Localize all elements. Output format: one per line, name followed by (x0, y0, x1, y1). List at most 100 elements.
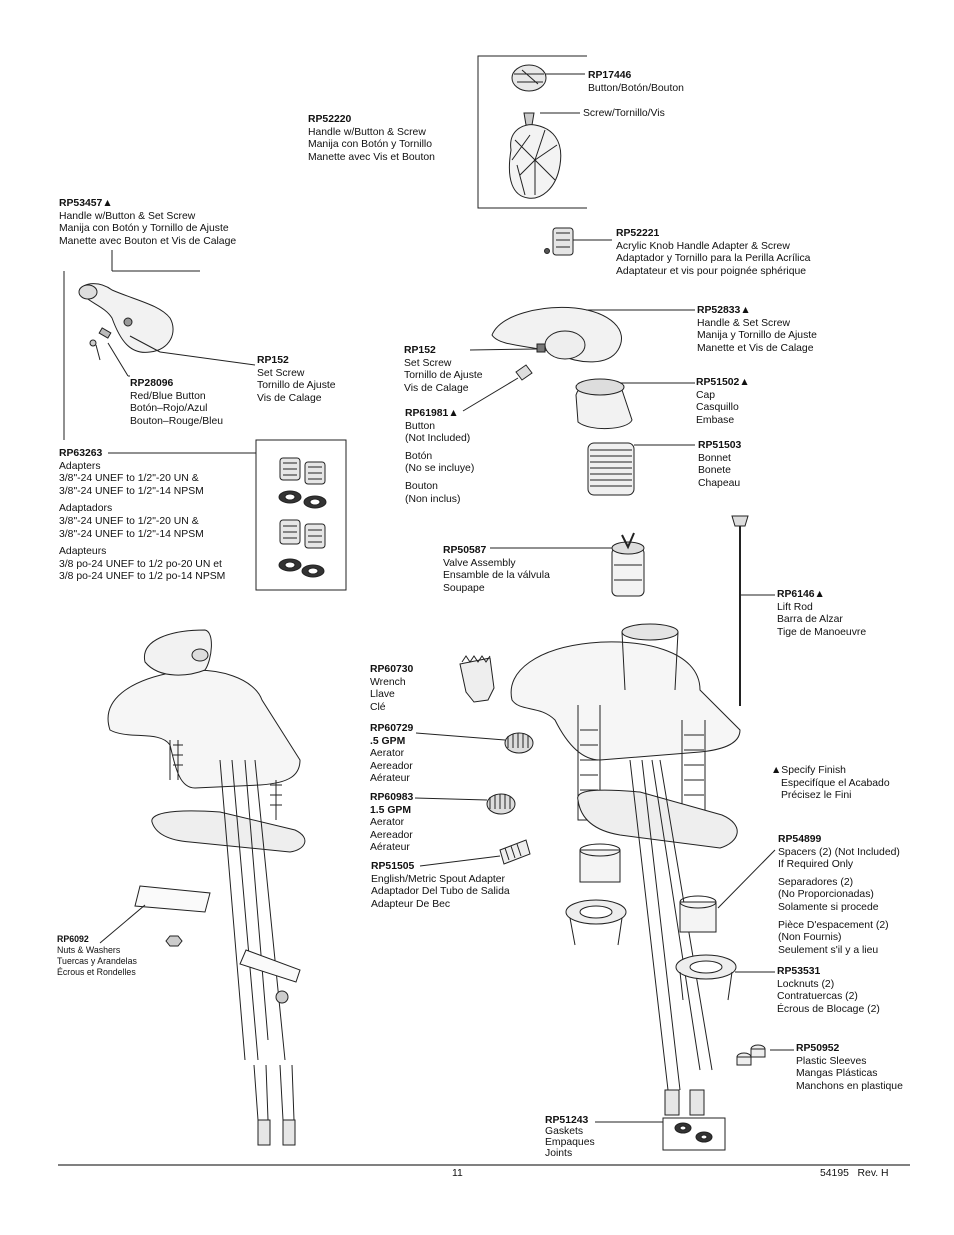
specify-finish-note: ▲Specify Finish Especifíque el Acabado P… (771, 765, 890, 803)
document-number: 54195 Rev. H (820, 1168, 889, 1179)
part-rp54899: RP54899 Spacers (2) (Not Included) If Re… (778, 834, 900, 957)
part-rp50587: RP50587 Valve Assembly Ensamble de la vá… (443, 545, 550, 595)
part-desc: Écrous de Blocage (2) (777, 1003, 880, 1015)
part-desc: Écrous et Rondelles (57, 967, 136, 977)
part-desc: Manija con Botón y Tornillo (308, 139, 432, 151)
part-rp53531: RP53531 Locknuts (2) Contratuercas (2) É… (777, 966, 880, 1016)
part-code: RP152 (257, 355, 289, 366)
part-desc: Tornillo de Ajuste (404, 370, 483, 382)
part-desc: Separadores (2) (778, 876, 854, 888)
bonnet-illustration (587, 442, 635, 496)
part-desc: 3/8"-24 UNEF to 1/2"-14 NPSM (59, 485, 204, 497)
part-desc: Tornillo de Ajuste (257, 380, 336, 392)
part-desc: Cap (696, 389, 716, 401)
part-rp61981: RP61981▲ Button (Not Included) Botón (No… (405, 408, 474, 506)
note-line: Especifíque el Acabado (781, 777, 890, 789)
part-desc: (No se incluye) (405, 463, 475, 475)
part-desc: (Not Included) (405, 433, 471, 445)
part-desc: Clé (370, 701, 386, 713)
part-rp152-left: RP152 Set Screw Tornillo de Ajuste Vis d… (257, 355, 336, 405)
knob-handle-box (477, 55, 587, 209)
part-desc: Red/Blue Button (130, 390, 206, 402)
part-desc: Button/Botón/Bouton (588, 82, 684, 94)
part-desc: Handle w/Button & Screw (308, 126, 426, 138)
part-desc: Adapteur De Bec (371, 898, 451, 910)
part-rp60983: RP60983 1.5 GPM Aerator Aereador Aérateu… (370, 792, 413, 855)
part-desc: 3/8"-24 UNEF to 1/2"-20 UN & (59, 473, 199, 485)
part-code: RP51243 (545, 1115, 589, 1126)
part-desc: Manchons en plastique (796, 1080, 903, 1092)
part-code: RP60729 (370, 723, 414, 734)
part-rp63263: RP63263 Adapters 3/8"-24 UNEF to 1/2"-20… (59, 448, 225, 584)
part-desc: Adaptador Del Tubo de Salida (371, 886, 510, 898)
part-rp51243: RP51243 Gaskets Empaques Joints (545, 1115, 595, 1159)
part-rp53457: RP53457▲ Handle w/Button & Set Screw Man… (59, 198, 236, 248)
part-flow: 1.5 GPM (370, 804, 411, 816)
part-rp60729: RP60729 .5 GPM Aerator Aereador Aérateur (370, 723, 413, 786)
button-rp61981-illustration (515, 364, 533, 381)
part-desc: Adapteurs (59, 546, 107, 558)
part-desc: Aereador (370, 829, 413, 841)
part-desc: If Required Only (778, 859, 854, 871)
part-desc: Bonnet (698, 452, 731, 464)
part-rp152-mid: RP152 Set Screw Tornillo de Ajuste Vis d… (404, 345, 483, 395)
part-code: RP6146▲ (777, 589, 825, 600)
part-desc: Tige de Manoeuvre (777, 626, 867, 638)
nut-rp6092 (165, 935, 183, 947)
part-desc: Botón–Rojo/Azul (130, 403, 208, 415)
part-desc: Barra de Alzar (777, 614, 843, 626)
part-desc: Locknuts (2) (777, 978, 835, 990)
part-code: RP6092 (57, 934, 89, 944)
part-desc: Chapeau (698, 477, 741, 489)
part-rp6092: RP6092 Nuts & Washers Tuercas y Arandela… (57, 934, 137, 978)
part-desc: English/Metric Spout Adapter (371, 873, 505, 885)
part-desc: (No Proporcionadas) (778, 889, 874, 901)
part-desc: Vis de Calage (257, 392, 322, 404)
knob-adapter-illustration (544, 227, 574, 256)
part-desc: Botón (405, 450, 433, 462)
part-desc: Llave (370, 689, 395, 701)
part-desc: Vis de Calage (404, 382, 469, 394)
plastic-sleeves-illustration (736, 1044, 766, 1066)
acrylic-knob-illustration (508, 64, 562, 199)
gaskets-box (662, 1117, 726, 1151)
part-desc: Aérateur (370, 773, 410, 785)
part-flow: .5 GPM (370, 735, 406, 747)
part-rp52833: RP52833▲ Handle & Set Screw Manija y Tor… (697, 305, 817, 355)
part-desc: Manette avec Vis et Bouton (308, 151, 435, 163)
part-desc: Manija y Tornillo de Ajuste (697, 330, 817, 342)
part-code: RP50952 (796, 1043, 840, 1054)
part-code: RP152 (404, 345, 436, 356)
part-desc: Manija con Botón y Tornillo de Ajuste (59, 223, 229, 235)
part-rp52221: RP52221 Acrylic Knob Handle Adapter & Sc… (616, 228, 810, 278)
gaskets-illustration (674, 1122, 713, 1143)
part-code: RP52220 (308, 114, 352, 125)
part-code: RP53531 (777, 966, 821, 977)
part-rp51502: RP51502▲ Cap Casquillo Embase (696, 377, 750, 427)
part-desc: Spacers (2) (Not Included) (778, 846, 900, 858)
part-rp17446: RP17446 Button/Botón/Bouton (588, 70, 684, 95)
part-code: RP52833▲ (697, 305, 751, 316)
left-handle-illustration (78, 283, 174, 353)
part-desc: Nuts & Washers (57, 945, 121, 955)
part-desc: Adapters (59, 460, 101, 472)
adapters-illustration (278, 457, 327, 578)
part-desc: Adaptador y Tornillo para la Perilla Acr… (616, 253, 811, 265)
part-desc: Bouton (405, 480, 438, 492)
page-number: 11 (452, 1168, 463, 1179)
part-desc: Embase (696, 414, 735, 426)
note-line: ▲Specify Finish (771, 765, 846, 776)
part-desc: Solamente si procede (778, 901, 879, 913)
part-desc: Contratuercas (2) (777, 991, 858, 1003)
part-desc: (Non Fournis) (778, 932, 842, 944)
part-desc: Manette avec Bouton et Vis de Calage (59, 235, 237, 247)
part-desc: Plastic Sleeves (796, 1055, 867, 1067)
wrench-illustration (459, 655, 495, 703)
part-rp60730: RP60730 Wrench Llave Clé (370, 664, 413, 714)
part-desc: Aerator (370, 817, 405, 829)
right-handle-illustration (491, 306, 622, 363)
part-desc: Joints (545, 1148, 573, 1159)
part-desc: Aerator (370, 748, 405, 760)
part-desc: 3/8"-24 UNEF to 1/2"-14 NPSM (59, 528, 204, 540)
